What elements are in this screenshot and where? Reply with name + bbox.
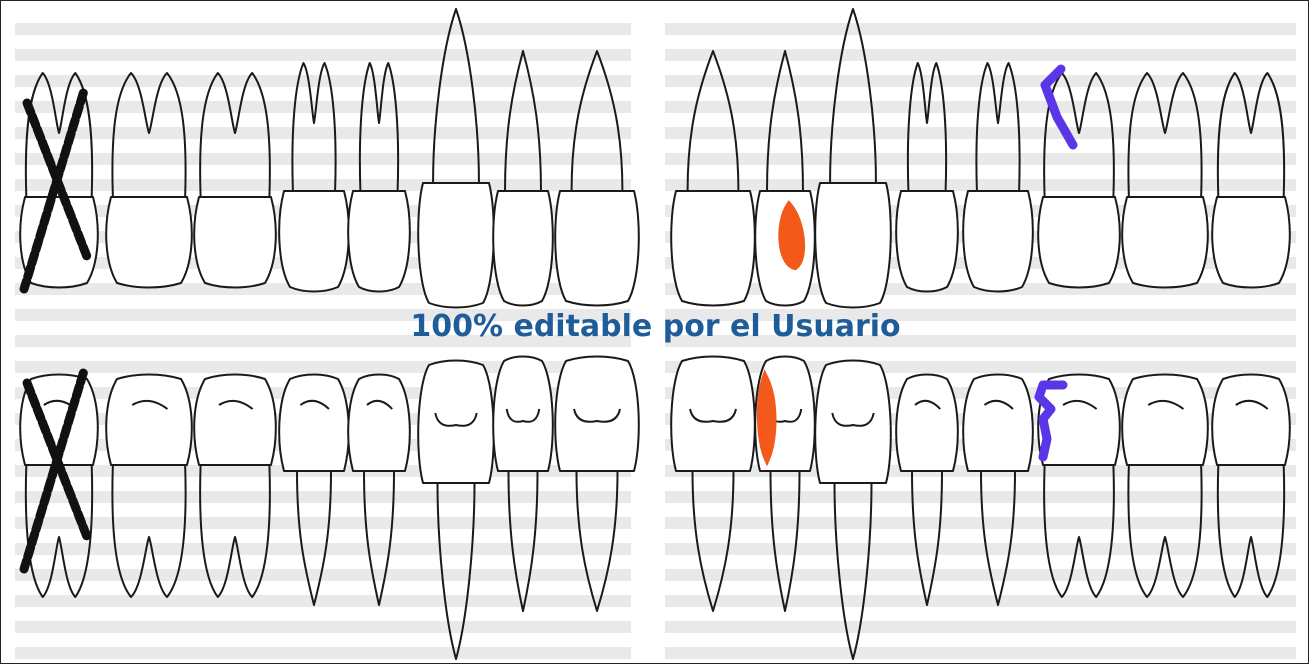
stripe [665, 595, 1296, 607]
stripe [665, 543, 1296, 555]
stripe [15, 647, 631, 659]
tooth-u8[interactable] [555, 51, 639, 306]
tooth-crown [815, 183, 891, 308]
tooth-crown [493, 191, 553, 306]
stripe [15, 179, 631, 191]
tooth-crown [279, 375, 349, 472]
tooth-crown [418, 183, 494, 308]
tooth-l11[interactable] [815, 361, 891, 660]
tooth-crown [279, 191, 349, 292]
stripe [15, 517, 631, 529]
tooth-root [767, 51, 803, 191]
tooth-crown [896, 375, 958, 472]
tooth-u13[interactable] [963, 63, 1033, 292]
tooth-l6[interactable] [418, 361, 494, 660]
tooth-crown [555, 191, 639, 306]
tooth-crown [106, 197, 192, 288]
tooth-crown [896, 191, 958, 292]
tooth-crown [194, 375, 276, 466]
tooth-crown [1212, 197, 1290, 288]
stripe [15, 153, 631, 165]
stripe [15, 621, 631, 633]
stripe [15, 75, 631, 87]
stripe [665, 49, 1296, 61]
tooth-root [505, 51, 541, 191]
stripe [15, 101, 631, 113]
tooth-crown [493, 357, 553, 472]
caries-mark[interactable] [760, 377, 774, 459]
tooth-l1[interactable] [20, 375, 98, 598]
tooth-root [572, 51, 623, 191]
stripe [15, 49, 631, 61]
tooth-l15[interactable] [1122, 375, 1208, 598]
stripe [665, 361, 1296, 373]
tooth-l16[interactable] [1212, 375, 1290, 598]
tooth-crown [963, 191, 1033, 292]
tooth-l3[interactable] [194, 375, 276, 598]
stripe [665, 621, 1296, 633]
stripe [15, 23, 631, 35]
stripe [15, 491, 631, 503]
stripe [15, 569, 631, 581]
tooth-root [688, 51, 739, 191]
stripe [665, 101, 1296, 113]
tooth-crown [815, 361, 891, 484]
tooth-u4[interactable] [279, 63, 349, 292]
tooth-crown [1122, 197, 1208, 288]
stripe [15, 595, 631, 607]
editable-caption: 100% editable por el Usuario [1, 309, 1309, 344]
tooth-crown [671, 357, 755, 472]
tooth-crown [106, 375, 192, 466]
tooth-u5[interactable] [348, 63, 410, 292]
tooth-crown [1212, 375, 1290, 466]
stripe [665, 647, 1296, 659]
tooth-u9[interactable] [671, 51, 755, 306]
tooth-crown [418, 361, 494, 484]
tooth-u12[interactable] [896, 63, 958, 292]
stripe [665, 569, 1296, 581]
tooth-crown [671, 191, 755, 306]
stripe [15, 543, 631, 555]
tooth-l2[interactable] [106, 375, 192, 598]
tooth-crown [1038, 197, 1120, 288]
tooth-u10[interactable] [755, 51, 815, 306]
stripe [665, 23, 1296, 35]
tooth-crown [555, 357, 639, 472]
tooth-crown [194, 197, 276, 288]
tooth-crown [963, 375, 1033, 472]
tooth-crown [348, 375, 410, 472]
tooth-u7[interactable] [493, 51, 553, 306]
tooth-crown [348, 191, 410, 292]
lower-arch [20, 357, 1290, 660]
tooth-crown [1122, 375, 1208, 466]
